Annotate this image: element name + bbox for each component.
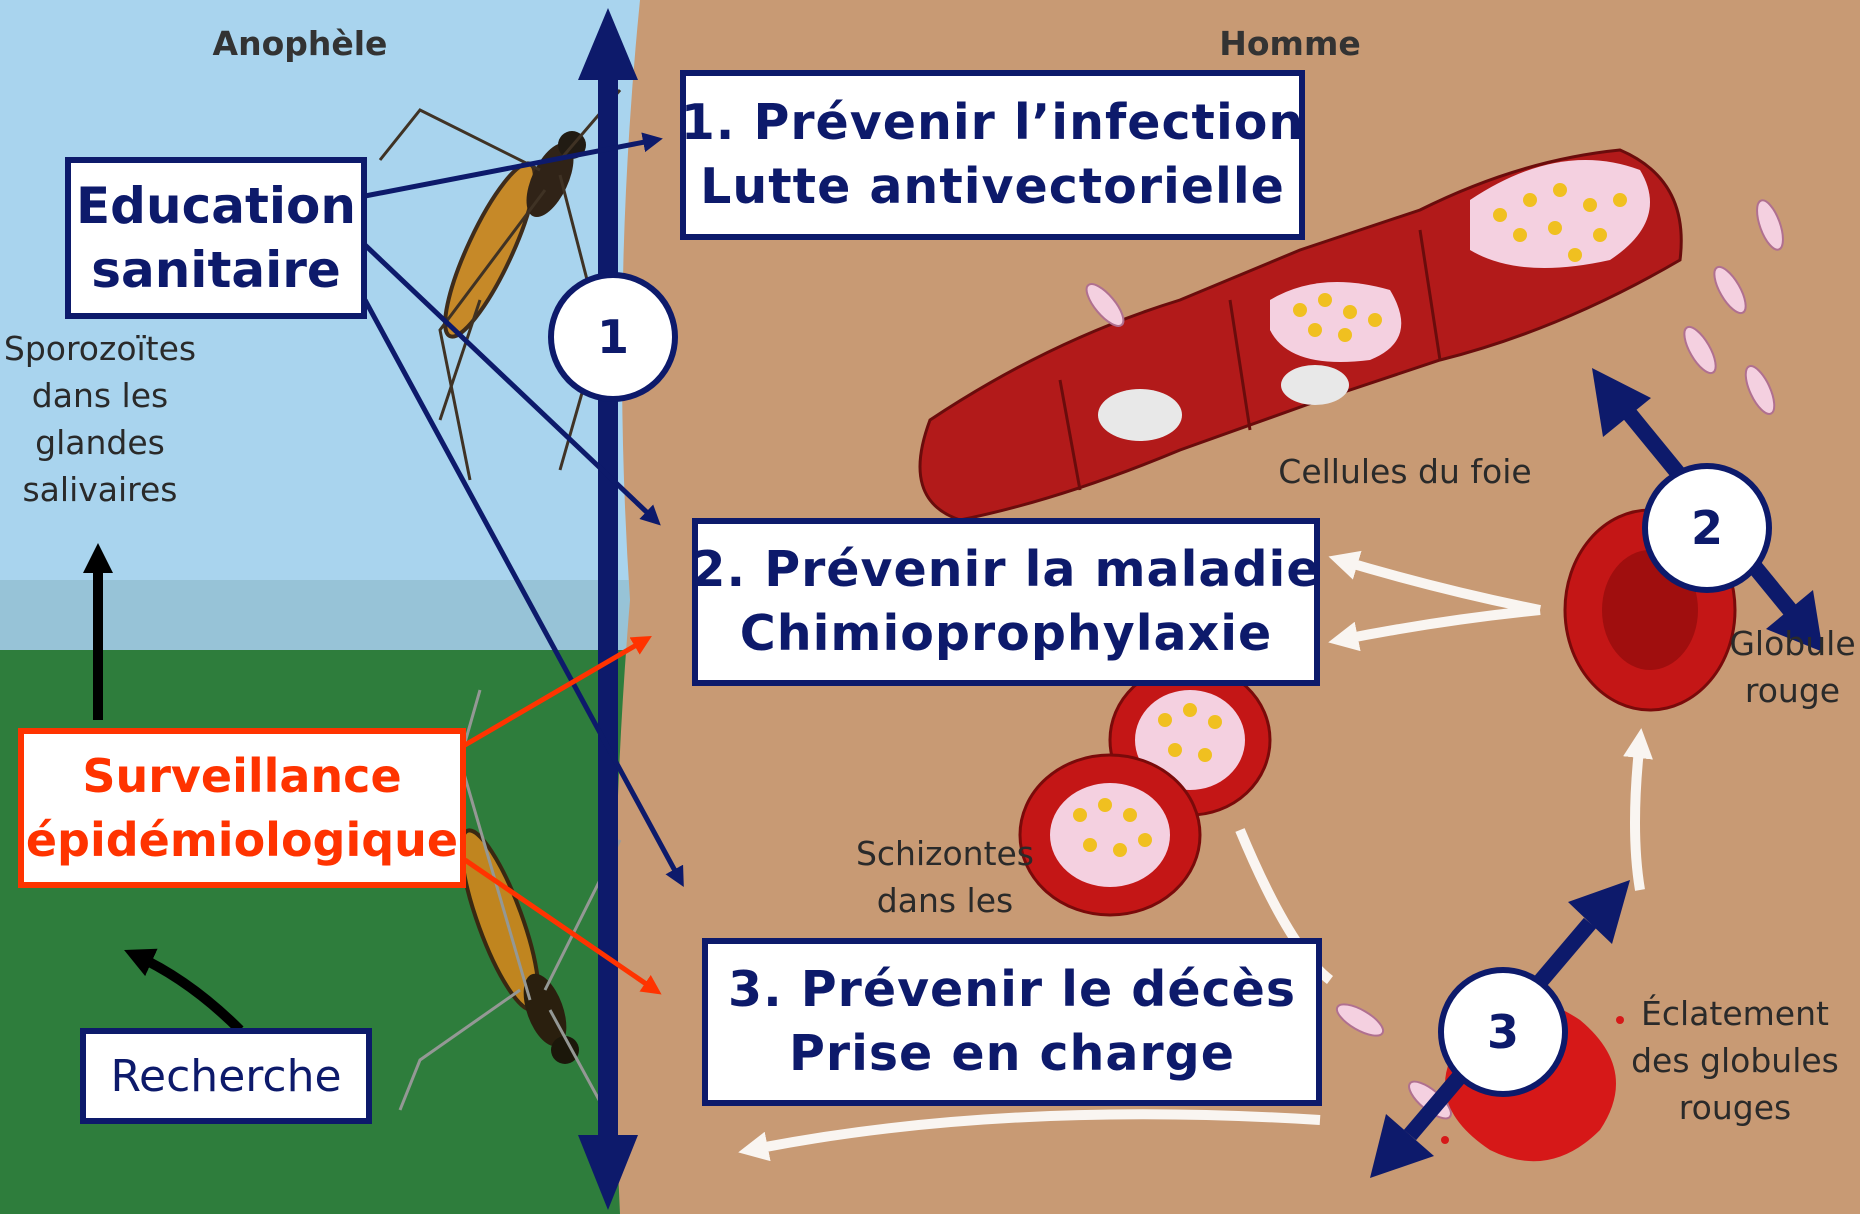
red-cell-label: Globule rouge bbox=[1725, 620, 1860, 714]
homme-label: Homme bbox=[1190, 20, 1390, 67]
marker-circle-1: 1 bbox=[548, 272, 678, 402]
eclatement-label: Éclatement des globules rouges bbox=[1630, 990, 1840, 1131]
objective-box-1: 1. Prévenir l’infection Lutte antivector… bbox=[680, 70, 1305, 240]
marker-circle-3: 3 bbox=[1438, 967, 1568, 1097]
surveillance-box: Surveillance épidémiologique bbox=[18, 728, 466, 888]
objective-box-3: 3. Prévenir le décès Prise en charge bbox=[702, 938, 1322, 1106]
liver-cells-label: Cellules du foie bbox=[1270, 448, 1540, 495]
education-sanitaire-box: Education sanitaire bbox=[65, 157, 367, 319]
marker-circle-2: 2 bbox=[1642, 463, 1772, 593]
objective-box-2: 2. Prévenir la maladie Chimioprophylaxie bbox=[692, 518, 1320, 686]
anophele-label: Anophèle bbox=[200, 20, 400, 67]
sporozoites-label: Sporozoïtes dans les glandes salivaires bbox=[0, 325, 200, 513]
schizontes-label: Schizontes dans les bbox=[840, 830, 1050, 924]
recherche-box: Recherche bbox=[80, 1028, 372, 1124]
